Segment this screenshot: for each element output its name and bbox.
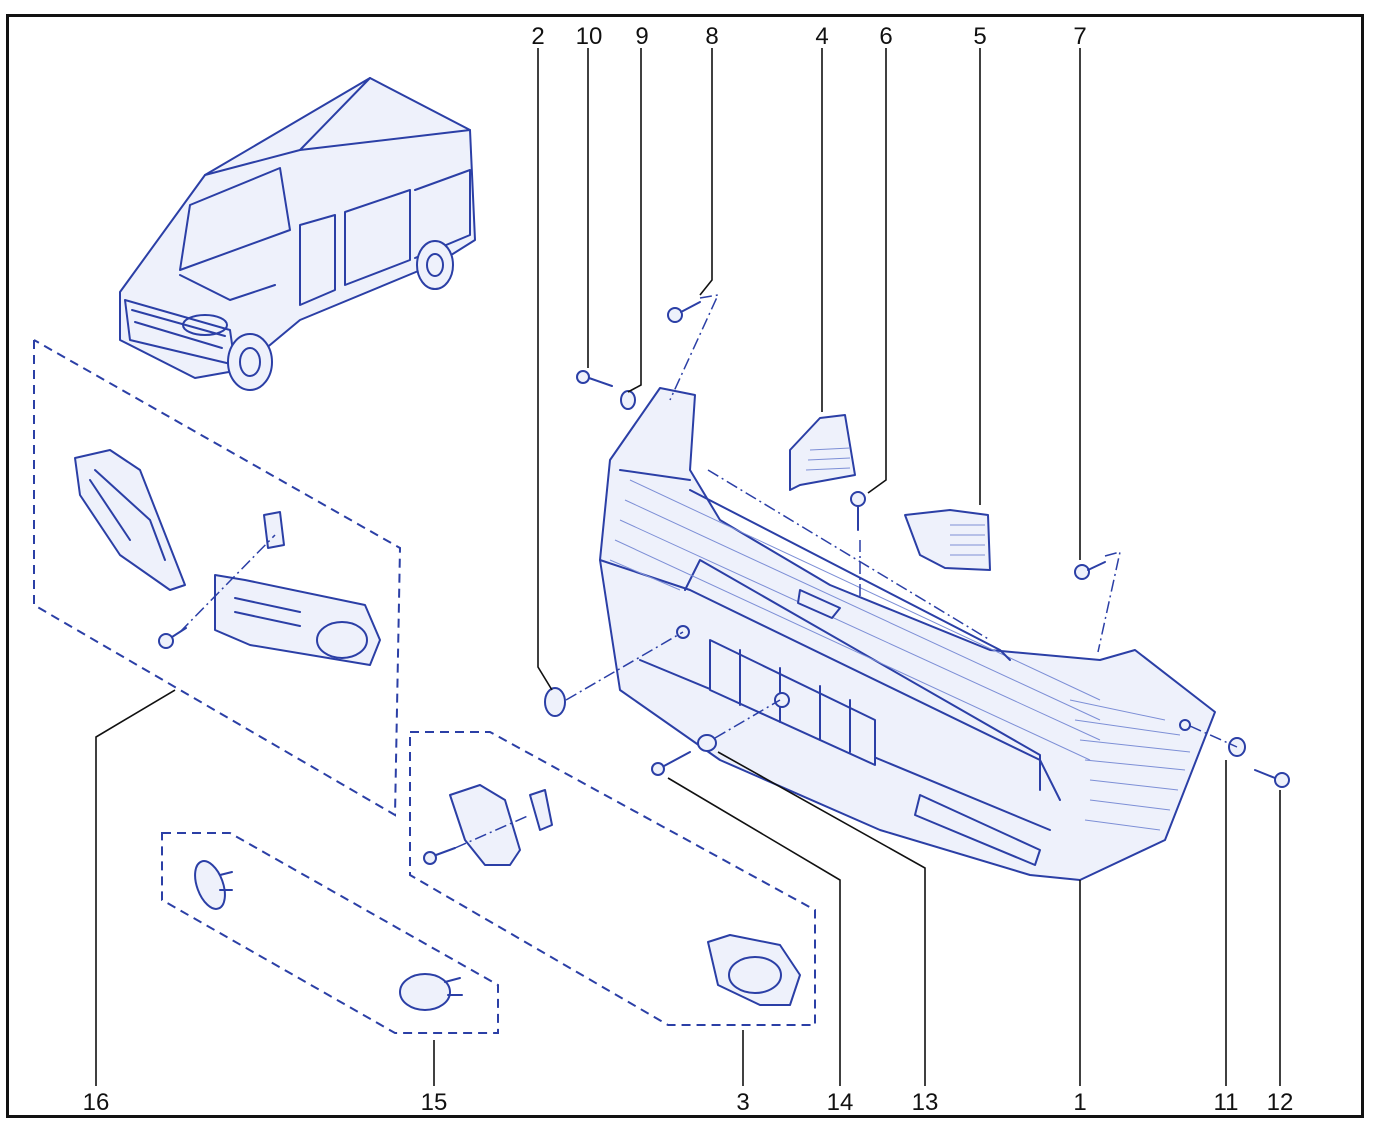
leader-lines	[95, 48, 1281, 1086]
callout-6: 6	[879, 23, 892, 50]
callout-3: 3	[736, 1089, 749, 1116]
bracket-5	[904, 509, 991, 571]
group-16-enclosure	[33, 339, 402, 817]
group-15-enclosure	[161, 832, 499, 1034]
callout-7: 7	[1073, 23, 1086, 50]
callout-4: 4	[815, 23, 828, 50]
diagram-frame	[6, 14, 1364, 1118]
cap-parts-15	[194, 860, 463, 1011]
fasteners	[544, 294, 1290, 788]
callout-2: 2	[531, 23, 544, 50]
callout-8: 8	[705, 23, 718, 50]
callout-16: 16	[83, 1089, 110, 1116]
callout-labels: 2 10 9 8 4 6 5 7 16 15 3 14 13 1 11 12	[83, 23, 1294, 1116]
callout-5: 5	[973, 23, 986, 50]
callout-1: 1	[1073, 1089, 1086, 1116]
group-3-enclosure	[409, 731, 816, 1026]
fog-lamp-bracket-3	[423, 784, 801, 1006]
fog-lamp-housing-left	[74, 449, 381, 666]
callout-15: 15	[421, 1089, 448, 1116]
callout-9: 9	[635, 23, 648, 50]
callout-10: 10	[576, 23, 603, 50]
callout-11: 11	[1214, 1089, 1239, 1116]
callout-12: 12	[1267, 1089, 1294, 1116]
bumper-assembly	[599, 387, 1216, 881]
screw-group-16	[158, 534, 276, 649]
bracket-4	[789, 414, 856, 491]
van-illustration	[119, 77, 476, 391]
callout-13: 13	[912, 1089, 939, 1116]
callout-14: 14	[827, 1089, 854, 1116]
